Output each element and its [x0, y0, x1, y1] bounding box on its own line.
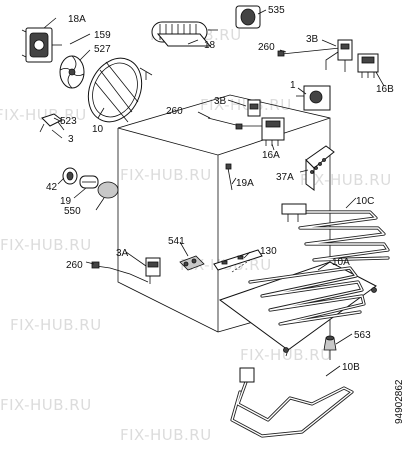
label-42: 42	[46, 182, 58, 193]
label-541: 541	[168, 236, 185, 247]
component-523	[39, 113, 65, 133]
label-563: 563	[354, 330, 371, 341]
fan-blade-icon	[59, 55, 85, 89]
switch-3A	[145, 257, 161, 284]
watermark-text: FIX-HUB.RU	[200, 96, 292, 114]
fan-guard-ring	[87, 57, 153, 123]
wire-260-bottom	[91, 261, 149, 283]
label-16A: 16A	[262, 150, 280, 161]
label-159: 159	[94, 30, 111, 41]
document-code: 94902862	[394, 379, 405, 424]
fan-motor-assembly	[21, 27, 153, 123]
connector-541	[179, 255, 205, 271]
label-18A: 18A	[68, 14, 86, 25]
label-3A: 3A	[116, 248, 129, 259]
label-535: 535	[268, 5, 285, 16]
watermark-text: FIX-HUB.RU	[0, 236, 92, 254]
label-130: 130	[260, 246, 277, 257]
component-535	[235, 5, 261, 29]
relay-16A	[261, 117, 285, 146]
relay-16B	[357, 53, 379, 78]
watermark-text: FIX-HUB.RU	[120, 426, 212, 444]
watermark-text: FIX-HUB.RU	[120, 166, 212, 184]
label-3B-top: 3B	[306, 34, 319, 45]
label-1: 1	[290, 80, 296, 91]
wire-260-mid	[207, 99, 262, 130]
label-550: 550	[64, 206, 81, 217]
watermark-text: FIX-HUB.RU	[10, 316, 102, 334]
label-3B-mid: 3B	[214, 96, 227, 107]
terminal-block-37A	[305, 145, 335, 191]
label-10B: 10B	[342, 362, 360, 373]
label-527: 527	[94, 44, 111, 55]
label-260-mid: 260	[166, 106, 183, 117]
lamp-19	[79, 175, 99, 189]
label-10A: 10A	[332, 257, 350, 268]
knob-563	[323, 335, 337, 351]
label-18: 18	[204, 40, 216, 51]
label-37A: 37A	[276, 172, 294, 183]
label-10: 10	[92, 124, 104, 135]
label-260-top: 260	[258, 42, 275, 53]
leader-lines	[43, 9, 385, 377]
wire-19A	[225, 163, 233, 191]
selector-switch-1	[296, 85, 331, 111]
label-19: 19	[60, 196, 72, 207]
watermark-text: FIX-HUB.RU	[300, 171, 392, 189]
label-10C: 10C	[356, 196, 374, 207]
watermark-text: FIX-HUB.RU	[0, 396, 92, 414]
label-3: 3	[68, 134, 74, 145]
label-19A: 19A	[236, 178, 254, 189]
heating-element-10A	[218, 261, 377, 357]
watermark-text: FIX-HUB.RU	[0, 106, 87, 124]
heating-element-10C	[281, 203, 390, 262]
heating-element-10B	[230, 367, 354, 438]
label-16B: 16B	[376, 84, 394, 95]
lamp-cover-550	[97, 181, 119, 199]
label-260-bottom: 260	[66, 260, 83, 271]
watermark-text: FIX-HUB.RU	[240, 346, 332, 364]
switch-3B-top	[325, 39, 353, 72]
lamp-holder-42	[62, 167, 78, 185]
heater-tube-18	[151, 21, 218, 47]
part-labels: 18A 159 527 10 18 535 260 3B 16B 1 260 3…	[46, 5, 394, 373]
label-523: 523	[60, 116, 77, 127]
bracket-130	[213, 249, 263, 273]
wire-260-top	[277, 47, 341, 57]
watermark-layer: FIX-HUB.RU FIX-HUB.RU FIX-HUB.RU FIX-HUB…	[0, 26, 392, 444]
